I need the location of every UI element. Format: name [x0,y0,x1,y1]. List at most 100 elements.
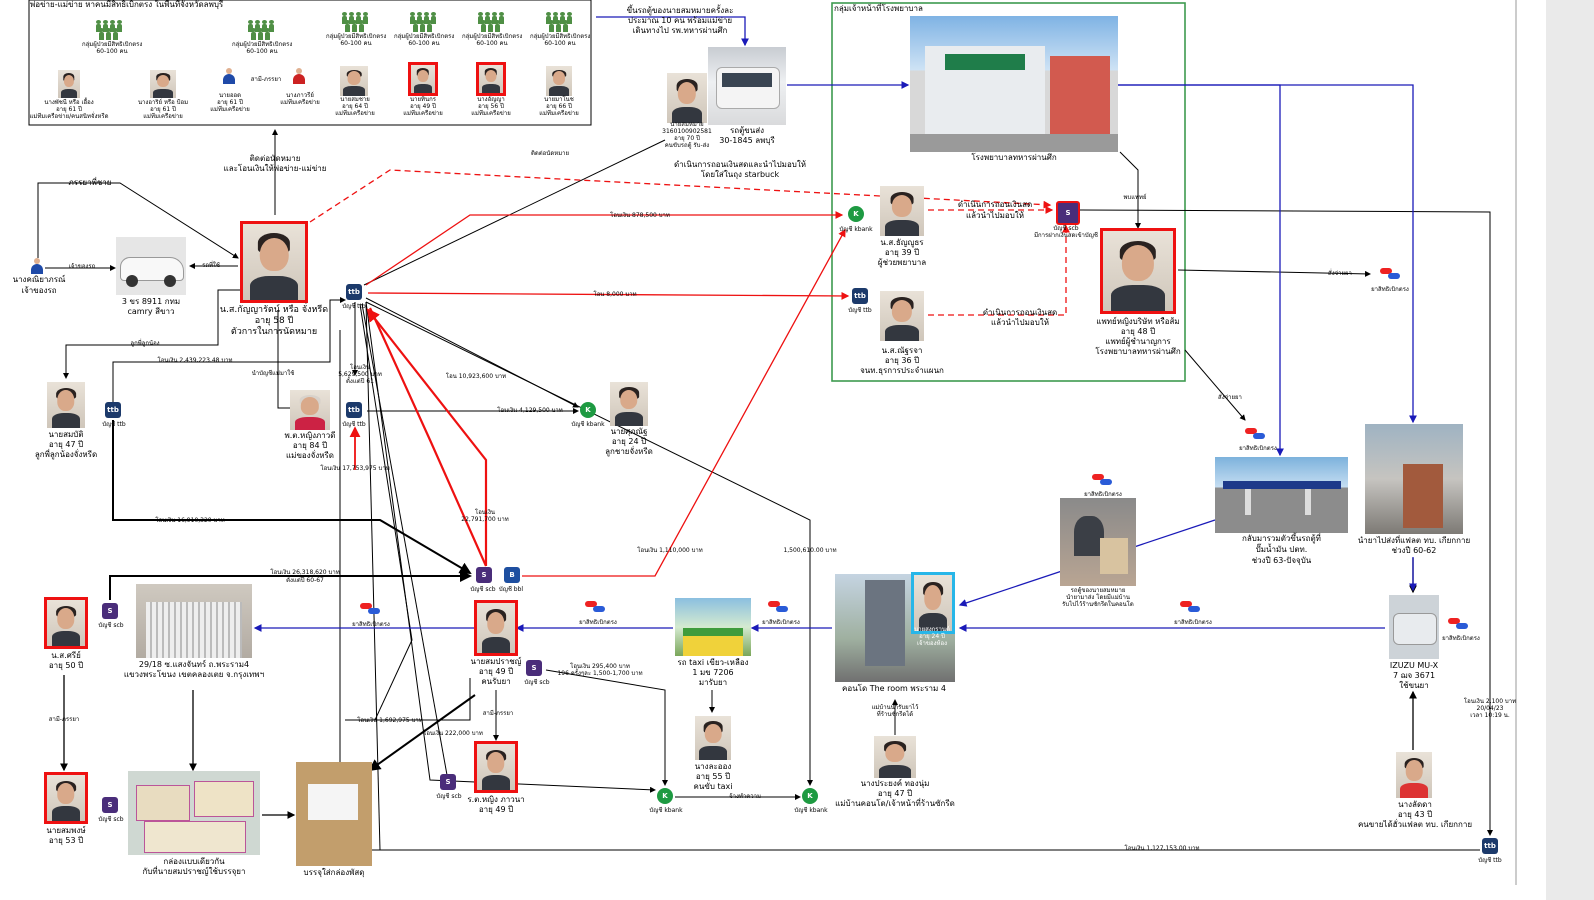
edge-label: โอนเงิน 2,100 บาท [1463,698,1517,705]
edge-label: โดยใส่ในถุง starbuck [700,170,780,179]
person-age: อายุ 70 ปี [674,135,700,142]
person-name: นางประยงค์ ทองนุ่ม [860,779,930,788]
person-age: อายุ 48 ปี [1120,327,1156,336]
parcel-caption: บรรจุใส่กล่องพัสดุ [303,868,365,877]
edge-label: พบแพทย์ [1123,194,1147,201]
person-age: อายุ 56 ปี [478,103,504,110]
taxi-line2: 1 มข 7206 [692,668,734,677]
boxes-line2: กับที่นายสมปราชญ์ใช้บรรจุยา [142,867,246,876]
van-plate: 30-1845 ลพบุรี [719,136,775,145]
taxi-line3: มารับยา [698,678,728,687]
bank-label: บัญชี ttb [1478,857,1502,864]
edge-label: 1,500,610.00 บาท [783,547,837,554]
bank-label: บัญชี ttb [848,307,872,314]
person-name: น.ส.ธัญญูธร [880,238,924,247]
ttb-icon: ttb [346,284,362,300]
manager-note-line2: ที่ร้านซักรีดได้ [876,711,914,718]
edge-label: โอนเงิน [349,364,370,371]
network-box [28,0,592,126]
condo-person-photo [911,572,955,634]
person-icon [222,68,236,84]
edge-label: 22,791,700 บาท [461,516,509,523]
bank-note: มีการฝากเงินสดเข้าบัญชี [1034,232,1098,239]
person-photo [1396,752,1432,798]
car-plate: 3 ขร 8911 กทม [121,297,181,306]
edge-label: 5,629,500 บาท [338,371,382,378]
person-role: คนรับยา [481,677,511,686]
person-photo [474,600,518,656]
person-role: แพทย์ผู้ชำนาญการ [1105,337,1171,346]
person-role: คนขับ taxi [693,782,733,791]
staff-photo [880,186,924,236]
edge-ttb-scb [361,303,448,776]
person-name: นายสงกรานต์ [914,626,950,633]
person-name: นายสมพงษ์ [46,826,86,835]
pills-icon [768,601,790,613]
edge-label: เวลา 10:19 น. [1470,712,1510,719]
group-count: 60-100 คน [476,40,508,47]
edge-label: โอน 8,000 บาท [593,291,637,298]
main-suspect-photo [240,221,308,303]
gas-line3: ช่วงปี 63-ปัจจุบัน [1251,556,1312,565]
scb-icon: S [440,774,456,790]
person-age: อายุ 49 ปี [478,805,514,814]
person-role: แม่ทีมเครือข่าย [471,110,511,117]
bank-label: บัญชี scb [98,622,124,629]
ttb-icon: ttb [852,288,868,304]
edge-label: โอนเงิน 1,127,153.00 บาท [1124,845,1200,852]
person-name: นายออด [218,92,242,99]
edge-label: ดำเนินการถอนเงินสดและนำไปมอบให้ [673,160,807,169]
crowd-icon [248,16,276,40]
drug-label: ยาสิทธิเบิกตรง [1084,491,1122,498]
edge-878500 [365,211,844,286]
car-model: camry สีขาว [127,307,175,316]
isuzu-line3: ใช้ขนยา [1399,681,1429,690]
edge-label: โอนเงิน 1,692,975 บาท [357,717,423,724]
pills-icon [360,603,382,615]
bbl-icon: B [504,567,520,583]
person-age: อายุ 39 ปี [884,248,920,257]
manager-note-line1: แม่บ้านนำรับยาไว้ [871,704,919,711]
person-place: โรงพยาบาลทหารผ่านศึก [1095,347,1181,356]
person-age: อายุ 53 ปี [48,836,84,845]
person-age: อายุ 24 ปี [611,437,647,446]
person-icon [30,258,44,274]
person-photo [546,66,572,96]
person-role: แม่ทีมเครือข่าย [539,110,579,117]
edge-label: โอนเงิน 16,910,320 บาท [155,517,225,524]
edge-1692975 [345,678,471,721]
edge-label: ดำเนินการถอนเงินสด [982,308,1058,317]
car-photo [116,237,186,295]
drug-label: ยาสิทธิเบิกตรง [762,619,800,626]
edge-topnote [596,16,749,47]
ttb-icon: ttb [346,402,362,418]
group-label: กลุ่มผู้ป่วยมีสิทธิเบิกตรง [232,41,293,48]
spouse-label: สามี-ภรรยา [250,76,282,83]
person-name: น.ส.ศรีย์ [51,651,81,660]
edge-doctor-order2 [1184,349,1246,421]
person-name: นางลัดดา [1398,800,1432,809]
group-label: กลุ่มผู้ป่วยมีสิทธิเบิกตรง [82,41,143,48]
edge-label: โอนเงิน [474,509,495,516]
person-name: นายมาโนช [544,96,574,103]
isuzu-line2: 7 ฌจ 3671 [1392,671,1436,680]
edge-label: ติดต่อนัดหมาย [249,154,301,163]
bank-label: บัญชี ttb [102,421,126,428]
house-line1: 29/18 ซ.แสงจันทร์ ถ.พระราม4 [138,660,250,669]
kbank-icon: K [580,402,596,418]
person-name: นายสมบัติ [48,430,84,439]
person-name: นายสมชาย [340,96,370,103]
person-age: อายุ 47 ปี [48,440,84,449]
edge-label: ตั้งแต่ปี 60-67 [286,577,324,584]
person-age: อายุ 61 ปี [56,106,82,113]
person-age: อายุ 49 ปี [478,667,514,676]
person-photo [290,390,330,430]
crowd-icon [478,8,506,32]
bank-label: บัญชี scb [524,679,550,686]
person-name: นางอาริย์ หรือ ป้อม [137,99,189,106]
edge-sp-parcel [368,694,476,772]
edge-label: โอนเงิน 295,400 บาท [570,663,630,670]
hospital-group-box [831,2,1186,382]
pills-icon [585,601,607,613]
flat-photo [1365,424,1463,534]
